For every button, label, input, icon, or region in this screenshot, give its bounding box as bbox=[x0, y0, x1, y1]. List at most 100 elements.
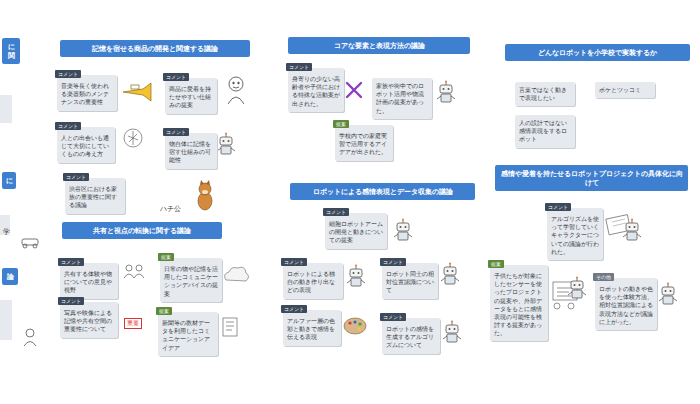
comment-card: 提案日常の物や記憶を活用したコミュニケーションデバイスの提案 bbox=[160, 258, 222, 302]
robot-icon bbox=[394, 219, 412, 241]
category-tag: コメント bbox=[286, 63, 312, 71]
person-icon bbox=[24, 329, 36, 346]
card-text: 日常の物や記憶を活用したコミュニケーションデバイスの提案 bbox=[164, 265, 218, 298]
card-text: に bbox=[6, 176, 12, 185]
category-tag: 提案 bbox=[158, 253, 174, 261]
card-text: 音楽等長く使われる楽器類のメンテナンスの重要性 bbox=[61, 82, 113, 107]
robot-icon bbox=[347, 265, 365, 287]
category-tag: コメント bbox=[58, 297, 84, 305]
card-text: ロボットの動きや色を使った体験方法、相対位置認識による表現方法などが議論に上がっ… bbox=[599, 285, 653, 326]
category-tag: コメント bbox=[163, 128, 189, 136]
robot-icon bbox=[217, 133, 235, 155]
category-tag: コメント bbox=[545, 203, 571, 211]
card-text: ロボットによる感情表現とデータ収集の議論 bbox=[294, 187, 471, 196]
comment-card: 提案学校内での家庭実習で活用するアイデアが出された。 bbox=[335, 125, 393, 161]
car-icon bbox=[22, 239, 38, 248]
topic-heading: どんなロボットを小学校で実装するか bbox=[505, 44, 690, 61]
comment-card: コメントロボットの感情を生成するアルゴリズムについて bbox=[382, 318, 440, 354]
comment-card: コメント細胞ロボットアームの開発と動きについての提案 bbox=[325, 213, 387, 249]
card-text: アルファ一層の色彩と動きで感情を伝える表現 bbox=[287, 317, 337, 342]
comment-card: 提案新聞等の教材データを利用したコミュニケーションアイデア bbox=[158, 312, 218, 356]
note-label: 学 bbox=[3, 228, 10, 237]
person-icon bbox=[228, 77, 244, 104]
comment-card: コメント人との出会いも通じて大切にしていくものの考え方 bbox=[57, 127, 115, 163]
card-text: 身寄りの少ない高齢者や子供における特殊な活動案が出された。 bbox=[292, 75, 340, 108]
card-fragment bbox=[0, 300, 12, 340]
card-text: 子供たちが対象にしたセンサーを使ったプロジェクトの提案や、外部データをもとに感情… bbox=[494, 272, 544, 337]
robot-icon bbox=[443, 321, 461, 343]
comment-card: コメント共有する体験や物についての意見や視野 bbox=[60, 263, 118, 299]
category-tag: コメント bbox=[63, 173, 89, 181]
card-text: コアな要素と表現方法の議論 bbox=[292, 41, 466, 50]
category-tag: コメント bbox=[281, 305, 307, 313]
category-tag: コメント bbox=[323, 208, 349, 216]
card-fragment bbox=[0, 95, 12, 123]
card-text: 写真や映像による記憶や共有空間の重要性について bbox=[64, 309, 114, 334]
card-text: 商品に愛着を持たせやすい仕組みの提案 bbox=[169, 85, 213, 110]
card-text: アルゴリズムを使って学習していくキャラクターについての議論が行われた。 bbox=[551, 215, 599, 256]
card-text: どんなロボットを小学校で実装するか bbox=[509, 48, 686, 57]
card-text: 感情や愛着を持たせるロボットプロジェクトの具体化に向けて bbox=[499, 169, 684, 187]
comment-card: ボケとツッコミ bbox=[595, 82, 655, 98]
category-tag: コメント bbox=[380, 313, 406, 321]
card-text: 共有と視点の転換に関する議論 bbox=[66, 226, 218, 235]
topic-heading: 感情や愛着を持たせるロボットプロジェクトの具体化に向けて bbox=[495, 165, 688, 191]
comment-card: コメント音楽等長く使われる楽器類のメンテナンスの重要性 bbox=[57, 75, 117, 111]
palette-icon bbox=[344, 318, 366, 334]
card-text: ロボット同士の相対位置認識について bbox=[386, 270, 434, 295]
robot-icon bbox=[568, 277, 586, 299]
category-tag: コメント bbox=[55, 122, 81, 130]
comment-card: 言葉ではなく動きで表現したい bbox=[515, 82, 575, 106]
idea-icon bbox=[124, 129, 142, 147]
card-text: 渋谷区における家族の重要性に関する議論 bbox=[69, 185, 121, 210]
card-text: 論 bbox=[6, 272, 14, 281]
robot-icon bbox=[659, 283, 677, 305]
comment-card: コメントロボットによる独自の動き作り出などの表現 bbox=[283, 263, 343, 299]
category-tag: コメント bbox=[380, 258, 406, 266]
category-tag: コメント bbox=[55, 70, 81, 78]
comment-card: コメント商品に愛着を持たせやすい仕組みの提案 bbox=[165, 78, 217, 114]
topic-heading: に関 bbox=[2, 38, 20, 64]
card-text: ボケとツッコミ bbox=[599, 86, 651, 94]
card-text: 新聞等の教材データを利用したコミュニケーションアイデア bbox=[162, 319, 214, 352]
robot-icon bbox=[623, 219, 641, 241]
stamp-label: 重要 bbox=[124, 318, 142, 329]
card-text: 学校内での家庭実習で活用するアイデアが出された。 bbox=[339, 132, 389, 157]
card-text: 人の設計ではない感情表現をするロボット bbox=[519, 119, 571, 144]
card-text: ロボットの感情を生成するアルゴリズムについて bbox=[386, 325, 436, 350]
comment-card: コメントアルファ一層の色彩と動きで感情を伝える表現 bbox=[283, 310, 341, 346]
topic-heading: 共有と視点の転換に関する議論 bbox=[62, 222, 222, 239]
note-label: ハチ公 bbox=[160, 205, 181, 214]
cloud-icon bbox=[225, 267, 249, 281]
card-text: 言葉ではなく動きで表現したい bbox=[519, 86, 571, 102]
comment-card: 家族や街中でのロボット活用や物流計画の提案があった。 bbox=[372, 78, 432, 119]
card-text: 人との出会いも通じて大切にしていくものの考え方 bbox=[61, 134, 111, 159]
category-tag: 提案 bbox=[156, 307, 172, 315]
comment-card: コメントロボット同士の相対位置認識について bbox=[382, 263, 438, 299]
people-icon bbox=[124, 265, 144, 278]
card-text: に関 bbox=[6, 42, 16, 60]
category-tag: コメント bbox=[163, 73, 189, 81]
topic-heading: 記憶を宿せる商品の開発と関連する議論 bbox=[60, 40, 250, 57]
topic-heading: ロボットによる感情表現とデータ収集の議論 bbox=[290, 183, 475, 200]
category-tag: 提案 bbox=[488, 260, 504, 268]
topic-heading: コアな要素と表現方法の議論 bbox=[288, 37, 470, 54]
card-text: 共有する体験や物についての意見や視野 bbox=[64, 270, 114, 295]
dog-icon bbox=[198, 180, 212, 210]
comment-card: コメント渋谷区における家族の重要性に関する議論 bbox=[65, 178, 125, 214]
card-text: 家族や街中でのロボット活用や物流計画の提案があった。 bbox=[376, 82, 428, 115]
card-text: ロボットによる独自の動き作り出などの表現 bbox=[287, 270, 339, 295]
category-tag: コメント bbox=[58, 258, 84, 266]
cross-mark bbox=[347, 83, 361, 97]
comment-card: 人の設計ではない感情表現をするロボット bbox=[515, 115, 575, 148]
paper-icon bbox=[223, 318, 237, 336]
category-tag: 提案 bbox=[333, 120, 349, 128]
robot-icon bbox=[441, 263, 459, 285]
trumpet-icon bbox=[123, 83, 151, 101]
card-text: 物自体に記憶を宿す仕組みの可能性 bbox=[169, 140, 213, 165]
topic-heading: 論 bbox=[2, 268, 18, 285]
category-tag: コメント bbox=[281, 258, 307, 266]
topic-heading: に bbox=[2, 172, 16, 189]
comment-card: その他ロボットの動きや色を使った体験方法、相対位置認識による表現方法などが議論に… bbox=[595, 278, 657, 330]
